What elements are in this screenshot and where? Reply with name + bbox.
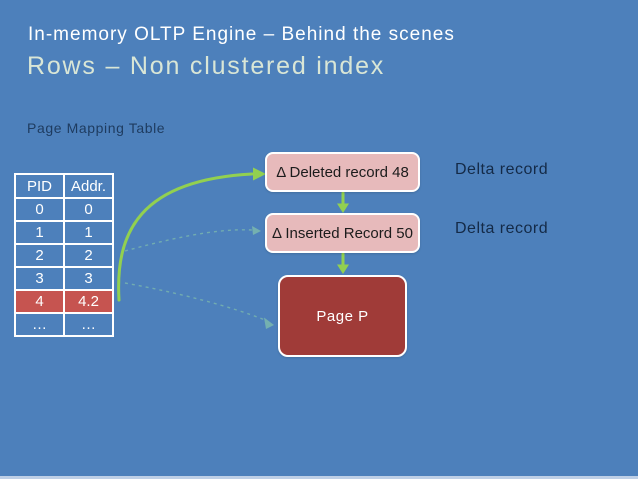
table-row: … … (14, 312, 114, 337)
slide-subtitle: Rows – Non clustered index (27, 52, 386, 80)
addr-cell: … (63, 312, 114, 337)
page-p-box: Page P (278, 275, 407, 357)
pid-cell: 4 (14, 289, 65, 314)
down-arrow-inserted-to-page (337, 252, 349, 274)
delta-record-label-deleted: Delta record (455, 161, 549, 178)
page-mapping-table-label: Page Mapping Table (27, 120, 166, 136)
deleted-record-box: Δ Deleted record 48 (265, 152, 420, 192)
pid-cell: 1 (14, 220, 65, 245)
table-row: 1 1 (14, 220, 114, 245)
addr-cell: 2 (63, 243, 114, 268)
addr-cell: 0 (63, 197, 114, 222)
addr-cell: 3 (63, 266, 114, 291)
table-row-highlighted: 4 4.2 (14, 289, 114, 314)
table-header-row: PID Addr. (14, 173, 114, 199)
pid-column-header: PID (14, 173, 65, 199)
table-row: 3 3 (14, 266, 114, 291)
dashed-arrow-to-page (124, 282, 274, 329)
addr-cell: 4.2 (63, 289, 114, 314)
page-mapping-table: PID Addr. 0 0 1 1 2 2 3 3 4 4.2 … … (14, 173, 114, 337)
addr-cell: 1 (63, 220, 114, 245)
delta-record-label-inserted: Delta record (455, 220, 549, 237)
table-row: 0 0 (14, 197, 114, 222)
green-curved-arrow (117, 167, 266, 302)
pid-cell: 2 (14, 243, 65, 268)
pid-cell: … (14, 312, 65, 337)
slide-title: In-memory OLTP Engine – Behind the scene… (28, 24, 455, 45)
addr-column-header: Addr. (63, 173, 114, 199)
pid-cell: 0 (14, 197, 65, 222)
inserted-record-box: Δ Inserted Record 50 (265, 213, 420, 253)
bottom-edge-strip (0, 476, 638, 479)
pid-cell: 3 (14, 266, 65, 291)
down-arrow-deleted-to-inserted (337, 191, 349, 213)
dashed-arrow-to-inserted (124, 226, 261, 252)
table-row: 2 2 (14, 243, 114, 268)
